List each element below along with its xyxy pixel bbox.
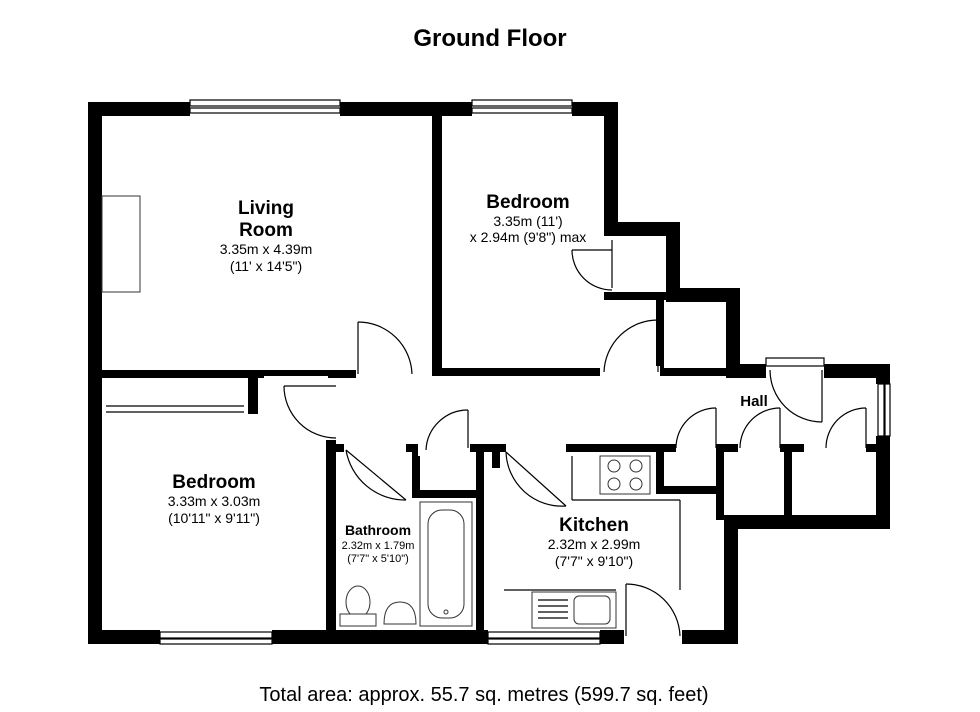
- kitchen-dim-imperial: (7'7" x 9'10"): [555, 553, 633, 569]
- interior-walls: [88, 102, 880, 640]
- total-area: Total area: approx. 55.7 sq. metres (599…: [259, 684, 708, 706]
- bedroom2-dim-imperial: (10'11" x 9'11"): [168, 510, 260, 526]
- living-name-line2: Room: [239, 220, 293, 241]
- kitchen-name: Kitchen: [559, 515, 629, 536]
- doors: [264, 240, 867, 646]
- living-dim-imperial: (11' x 14'5"): [230, 258, 302, 274]
- room-kitchen: Kitchen 2.32m x 2.99m (7'7" x 9'10"): [548, 515, 641, 569]
- room-living: Living Room 3.35m x 4.39m (11' x 14'5"): [220, 198, 313, 274]
- bedroom2-name: Bedroom: [172, 472, 255, 493]
- living-dim-metric: 3.35m x 4.39m: [220, 241, 313, 257]
- living-name-line1: Living: [238, 198, 294, 219]
- hall-name: Hall: [740, 393, 768, 410]
- bedroom1-dim-line1: 3.35m (11'): [493, 213, 562, 229]
- room-bedroom2: Bedroom 3.33m x 3.03m (10'11" x 9'11"): [168, 472, 261, 526]
- bedroom1-name: Bedroom: [486, 192, 569, 213]
- kitchen-dim-metric: 2.32m x 2.99m: [548, 536, 641, 552]
- bedroom2-dim-metric: 3.33m x 3.03m: [168, 493, 261, 509]
- room-bedroom1: Bedroom 3.35m (11') x 2.94m (9'8") max: [470, 192, 587, 245]
- plan-title: Ground Floor: [413, 25, 566, 52]
- fixtures: [339, 455, 681, 629]
- bedroom1-dim-line2: x 2.94m (9'8") max: [470, 229, 587, 245]
- room-bathroom: Bathroom 2.32m x 1.79m (7'7" x 5'10"): [342, 522, 415, 565]
- bathroom-dim-metric: 2.32m x 1.79m: [342, 540, 415, 552]
- windows: [101, 99, 892, 646]
- bathroom-name: Bathroom: [345, 522, 411, 538]
- bathroom-dim-imperial: (7'7" x 5'10"): [347, 553, 409, 565]
